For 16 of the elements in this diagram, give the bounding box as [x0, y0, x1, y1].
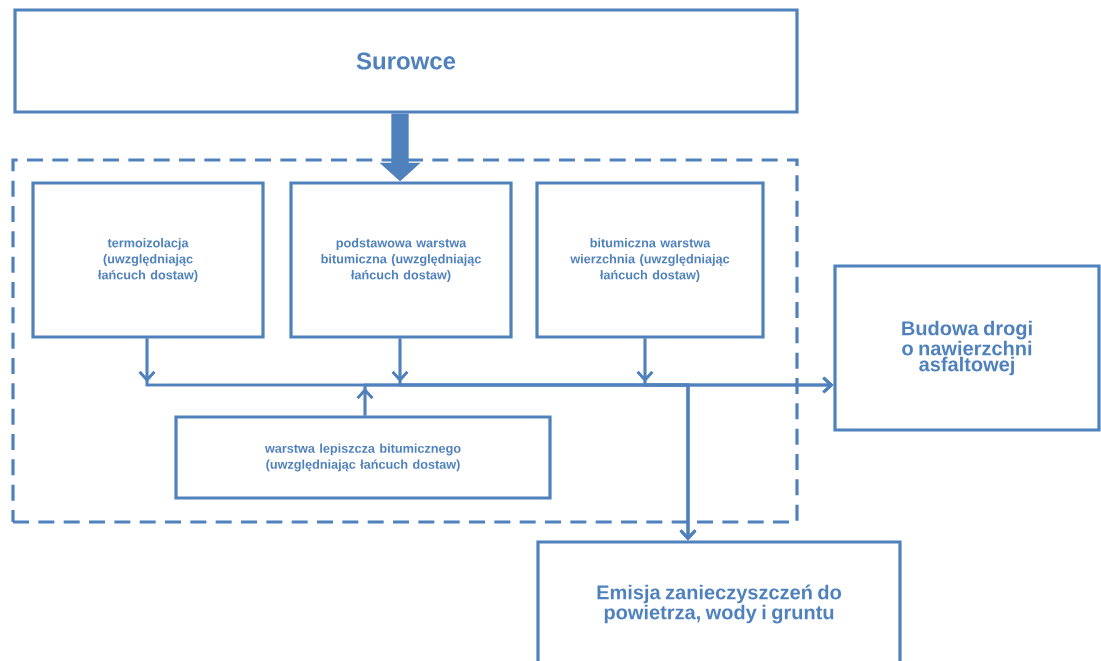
group-frame — [11, 158, 799, 524]
process-box — [174, 415, 552, 500]
arrow — [356, 383, 697, 541]
result-box — [833, 264, 1101, 432]
box-label: Surowce — [356, 52, 456, 70]
box-label: Budowa drogi o nawierzchni asfaltowej — [902, 320, 1032, 376]
process-box — [31, 181, 265, 339]
box-label: Emisja zanieczyszczeń do powietrza, wody i gruntu — [597, 584, 842, 624]
box-label: podstawowa warstwa bitumiczna (uwzględniając łańcuch dostaw) — [321, 238, 481, 282]
process-box — [535, 181, 765, 339]
result-box — [536, 540, 902, 661]
process-box — [13, 8, 799, 114]
box-label: warstwa lepiszcza bitumicznego (uwzględniając łańcuch dostaw) — [264, 443, 461, 472]
process-box — [289, 181, 513, 339]
box-label: bitumiczna warstwa wierzchnia (uwzględniając łańcuch dostaw) — [570, 238, 730, 282]
box-label: termoizolacja (uwzględniając łańcuch dostaw) — [98, 238, 198, 282]
